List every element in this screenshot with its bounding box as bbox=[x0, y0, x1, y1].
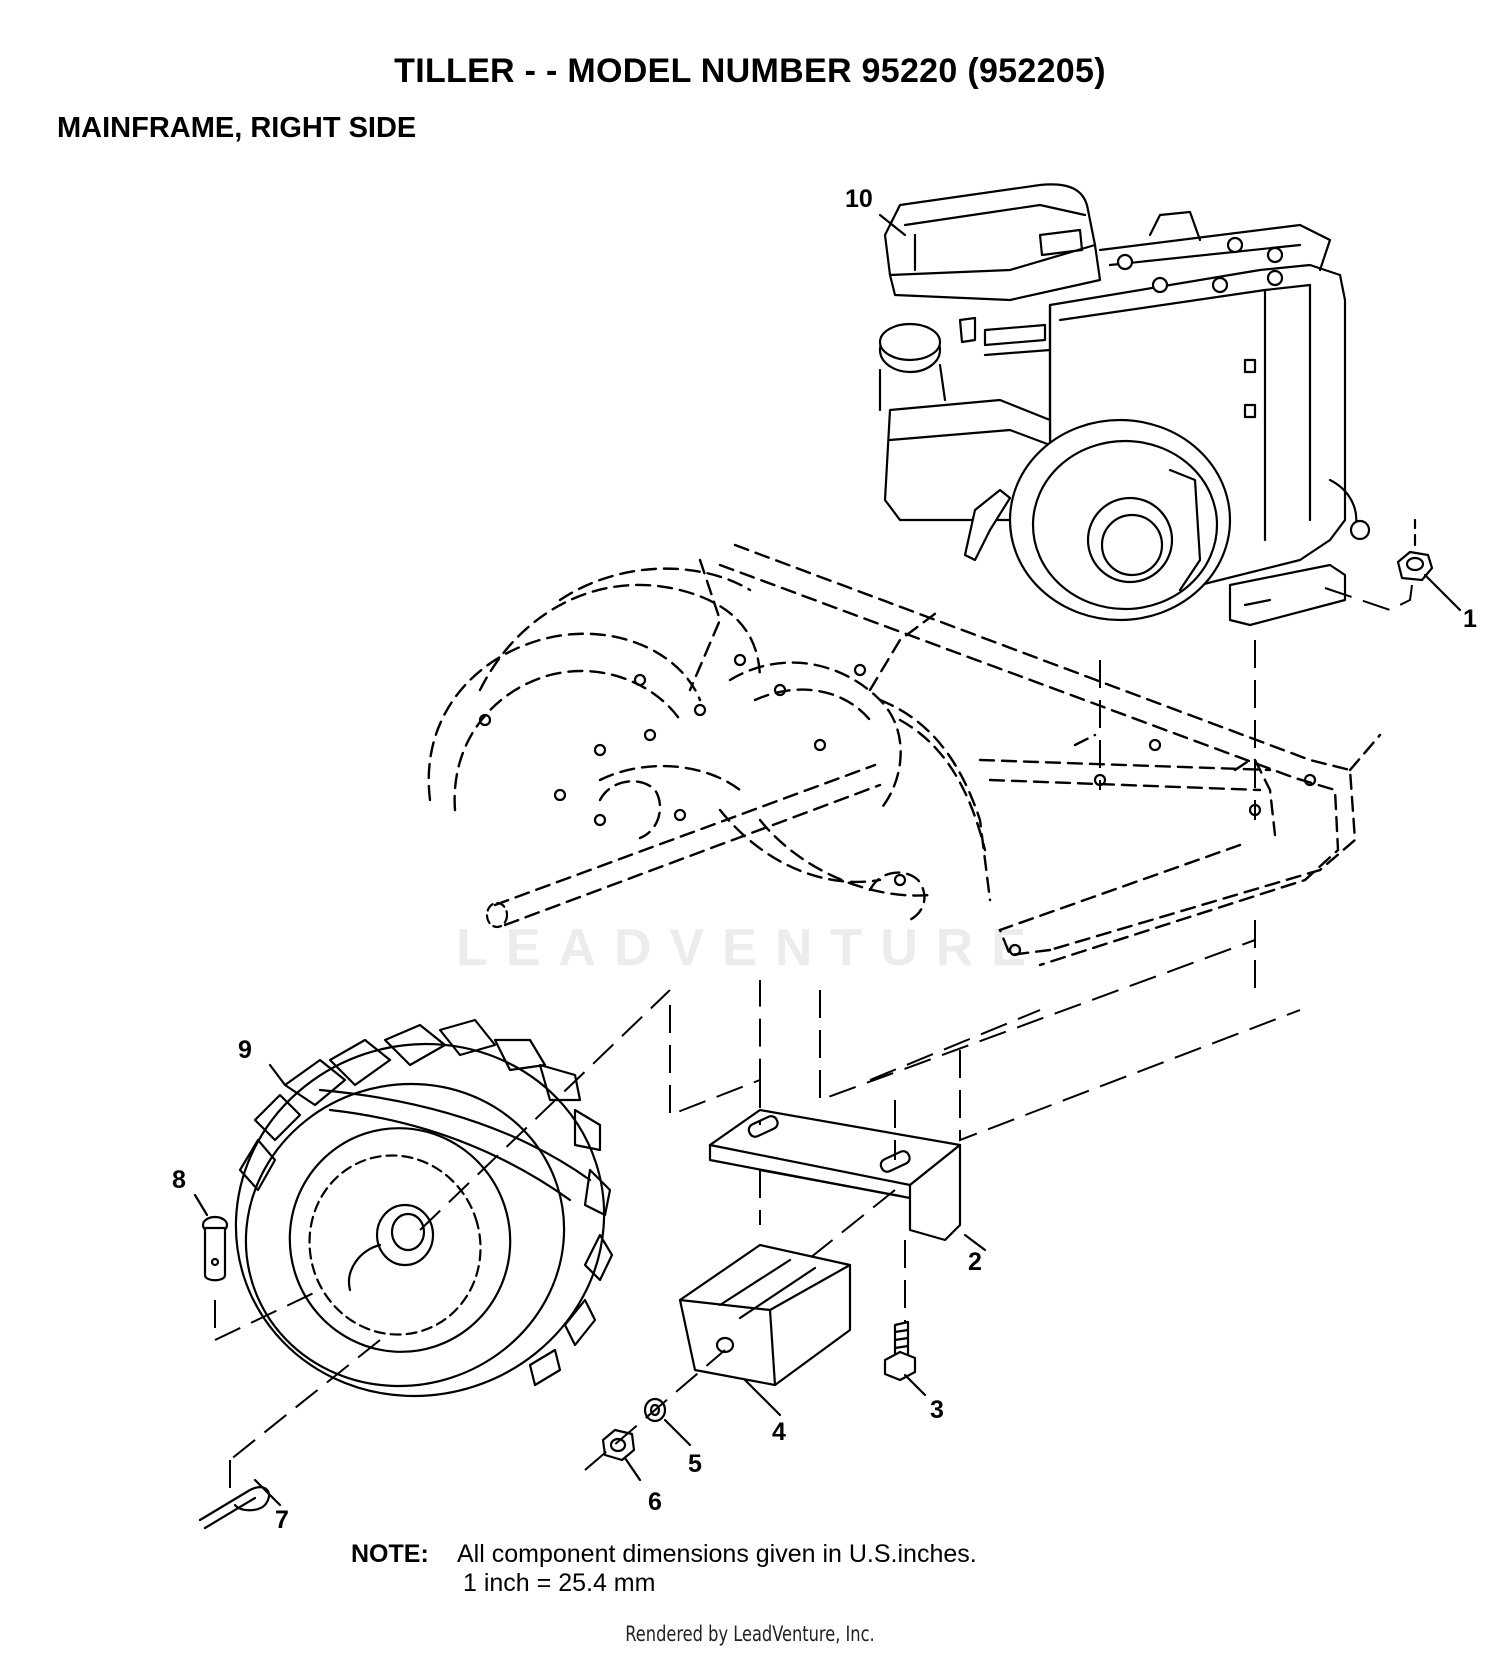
note-line-1: All component dimensions given in U.S.in… bbox=[457, 1540, 977, 1568]
callout-5: 5 bbox=[688, 1450, 702, 1478]
hex-nut-icon bbox=[601, 1428, 636, 1462]
page-subtitle: MAINFRAME, RIGHT SIDE bbox=[57, 112, 417, 144]
leader-lines bbox=[193, 213, 1462, 1507]
note-label: NOTE: bbox=[351, 1540, 429, 1568]
callout-6: 6 bbox=[648, 1488, 662, 1516]
callout-3: 3 bbox=[930, 1396, 944, 1424]
page-title: TILLER - - MODEL NUMBER 95220 (952205) bbox=[394, 52, 1106, 90]
engine-assembly bbox=[878, 183, 1434, 627]
hairpin-clip-icon bbox=[198, 1486, 271, 1530]
callout-8: 8 bbox=[172, 1166, 186, 1194]
footer-credit: Rendered by LeadVenture, Inc. bbox=[625, 1622, 875, 1646]
hex-nut-icon bbox=[1396, 518, 1434, 582]
wheel-tire bbox=[234, 1018, 614, 1398]
callout-1: 1 bbox=[1463, 605, 1477, 633]
spacer-block bbox=[678, 1243, 852, 1387]
note-block: NOTE: All component dimensions given in U… bbox=[351, 1540, 977, 1598]
callout-9: 9 bbox=[238, 1036, 252, 1064]
callout-4: 4 bbox=[772, 1418, 786, 1446]
callout-10: 10 bbox=[845, 185, 873, 213]
note-line-2: 1 inch = 25.4 mm bbox=[463, 1569, 656, 1597]
mounting-bracket bbox=[708, 1108, 962, 1242]
hex-bolt-icon bbox=[883, 1320, 917, 1382]
watermark: LEADVENTURE bbox=[455, 919, 1045, 977]
callout-7: 7 bbox=[275, 1506, 289, 1534]
mainframe-outline bbox=[427, 543, 1382, 1142]
callout-2: 2 bbox=[968, 1248, 982, 1276]
clevis-pin-icon bbox=[201, 1215, 229, 1282]
